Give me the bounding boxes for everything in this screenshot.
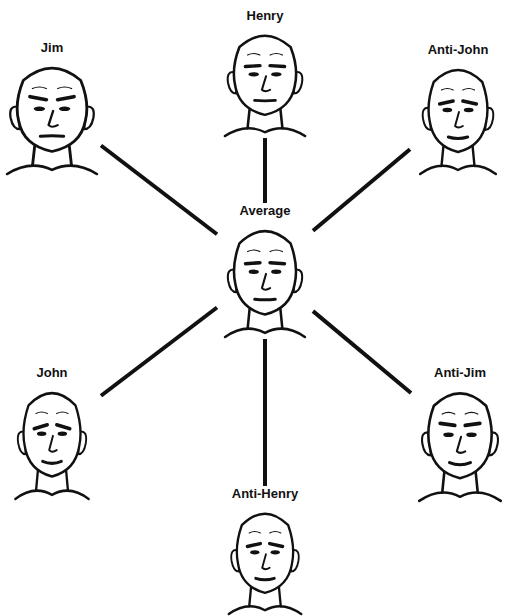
head-outline [234,36,296,115]
eye [34,107,45,111]
spoke-line [313,311,411,393]
face-drawing [221,26,309,138]
eyebrows [247,544,282,547]
eye [442,108,452,112]
face-name: John [3,365,101,381]
eye [58,432,67,436]
mouth [255,99,276,102]
forehead-lines [248,54,283,55]
eyebrows [30,97,74,100]
forehead-lines [32,87,71,89]
face-name: Jim [3,40,101,56]
face-drawing [412,60,504,176]
nose [262,554,269,569]
head-outline [429,70,488,152]
nose [455,112,463,128]
eyebrows [246,263,285,264]
eye [466,432,476,437]
spoke-line [313,149,410,230]
mouth [41,134,64,138]
eye [271,550,280,554]
spoke-line [263,138,267,203]
forehead-lines [248,250,283,252]
nose [457,437,465,453]
spoke-line [263,339,267,486]
collar [419,492,500,500]
mouth [255,298,275,302]
eye [464,108,474,112]
eye [59,107,70,111]
face-name: Anti-John [410,42,506,58]
eye [443,432,453,437]
head-outline [428,393,491,478]
forehead-lines [442,412,478,414]
face-node: Anti-Henry [219,486,311,616]
face-name: Henry [219,8,311,24]
spoke-line [101,145,217,234]
face-drawing [413,383,507,503]
head-outline [237,514,293,593]
face-node: Henry [219,8,311,138]
spoke-line [101,308,217,396]
head-outline [17,68,87,151]
collar [420,166,496,174]
face-name: Average [217,203,313,219]
nose [262,274,270,290]
face-node: Anti-Jim [411,365,509,503]
head-outline [234,231,296,314]
eye [271,270,281,274]
face-node: John [3,365,101,501]
mouth [448,137,467,139]
eye [37,432,46,436]
eyebrows [440,101,477,104]
eye [249,270,259,274]
eyebrows [440,423,480,425]
eyebrows [34,425,70,429]
mouth [450,463,471,465]
forehead-lines [441,89,474,91]
collar [225,128,305,136]
face-name: Anti-Henry [219,486,311,502]
nose [262,76,270,91]
forehead-lines [36,412,68,414]
forehead-lines [249,532,281,533]
collar [225,329,305,337]
face-node: Average [217,203,313,339]
nose [49,111,58,127]
collar [7,166,97,174]
eye [249,72,259,76]
face-drawing [5,58,99,176]
head-outline [23,393,80,476]
collar [15,491,88,499]
face-node: Jim [3,40,101,176]
face-name: Anti-Jim [411,365,509,381]
mouth [256,578,275,579]
face-drawing [219,221,311,339]
eye [250,550,259,554]
collar [229,606,301,614]
nose [49,436,57,452]
face-drawing [5,383,99,501]
face-drawing [221,504,309,616]
face-node: Anti-John [410,42,506,176]
eye [271,72,281,76]
mouth [43,461,62,463]
eyebrows [245,64,284,68]
